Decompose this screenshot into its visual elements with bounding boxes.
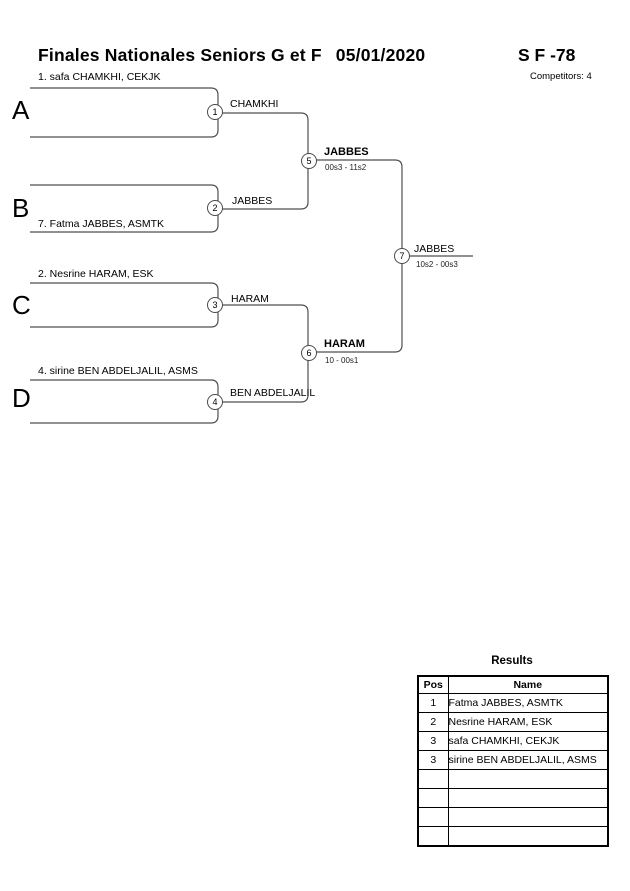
seed-label-d: 4. sirine BEN ABDELJALIL, ASMS: [38, 365, 198, 377]
match-7-score: 10s2 - 00s3: [416, 260, 458, 269]
competitors-count: Competitors: 4: [530, 71, 592, 82]
pair-d-bracket-line: [30, 379, 219, 424]
result-pos: 3: [417, 750, 449, 770]
event-date: 05/01/2020: [335, 45, 426, 65]
results-row-4: 3 sirine BEN ABDELJALIL, ASMS: [417, 750, 609, 770]
results-row-2: 2 Nesrine HARAM, ESK: [417, 712, 609, 732]
match-2-circle: 2: [207, 200, 223, 216]
match-6-circle: 6: [301, 345, 317, 361]
result-name: Fatma JABBES, ASMTK: [447, 693, 609, 713]
results-empty-row: [417, 826, 609, 847]
result-name: Nesrine HARAM, ESK: [447, 712, 609, 732]
match-7-number: 7: [399, 250, 405, 261]
match-6-score: 10 - 00s1: [325, 356, 359, 365]
match-5-score: 00s3 - 11s2: [325, 163, 367, 172]
results-col-name: Name: [447, 675, 609, 694]
match-7-winner: JABBES: [414, 243, 455, 255]
result-pos-empty: [417, 807, 449, 827]
results-row-1: 1 Fatma JABBES, ASMTK: [417, 693, 609, 713]
result-name: safa CHAMKHI, CEKJK: [447, 731, 609, 751]
results-title: Results: [491, 655, 533, 667]
match-1-number: 1: [212, 106, 218, 117]
result-pos: 2: [417, 712, 449, 732]
match-6-winner: HARAM: [324, 338, 365, 350]
title-text: Finales Nationales Seniors G et F: [38, 45, 322, 65]
seed-label-c: 2. Nesrine HARAM, ESK: [38, 268, 154, 280]
match-4-winner: BEN ABDELJALIL: [230, 387, 316, 399]
pair-c-bracket-line: [30, 282, 219, 328]
match-6-number: 6: [306, 347, 312, 358]
match-1-circle: 1: [207, 104, 223, 120]
results-empty-row: [417, 769, 609, 789]
result-pos-empty: [417, 788, 449, 808]
result-pos: 1: [417, 693, 449, 713]
match-4-number: 4: [212, 396, 218, 407]
results-row-3: 3 safa CHAMKHI, CEKJK: [417, 731, 609, 751]
results-empty-row: [417, 807, 609, 827]
match-5-winner: JABBES: [324, 146, 369, 158]
results-table: Pos Name 1 Fatma JABBES, ASMTK 2 Nesrine…: [417, 675, 609, 847]
match-4-circle: 4: [207, 394, 223, 410]
final-connector-line: [309, 159, 403, 353]
match-3-circle: 3: [207, 297, 223, 313]
section-letter-d: D: [12, 383, 31, 413]
results-header-row: Pos Name: [417, 675, 609, 694]
results-table-wrap: Pos Name 1 Fatma JABBES, ASMTK 2 Nesrine…: [417, 675, 609, 847]
match-5-number: 5: [306, 155, 312, 166]
page-title: Finales Nationales Seniors G et F 05/01/2…: [38, 45, 425, 66]
match-2-number: 2: [212, 202, 218, 213]
pair-a-bracket-line: [30, 87, 219, 138]
result-name-empty: [447, 826, 609, 847]
result-name: sirine BEN ABDELJALIL, ASMS: [447, 750, 609, 770]
result-name-empty: [447, 788, 609, 808]
result-pos: 3: [417, 731, 449, 751]
section-letter-c: C: [12, 290, 31, 320]
match-1-winner: CHAMKHI: [230, 98, 279, 110]
result-name-empty: [447, 807, 609, 827]
weight-category: S F -78: [518, 45, 576, 65]
results-empty-row: [417, 788, 609, 808]
match-7-circle: 7: [394, 248, 410, 264]
match-3-number: 3: [212, 299, 218, 310]
seed-label-a: 1. safa CHAMKHI, CEKJK: [38, 71, 161, 83]
result-pos-empty: [417, 769, 449, 789]
seed-label-b: 7. Fatma JABBES, ASMTK: [38, 218, 165, 230]
section-letter-b: B: [12, 193, 30, 223]
match-2-winner: JABBES: [232, 195, 273, 207]
result-name-empty: [447, 769, 609, 789]
results-col-pos: Pos: [417, 675, 449, 694]
match-3-winner: HARAM: [231, 293, 269, 305]
result-pos-empty: [417, 826, 449, 847]
match-5-circle: 5: [301, 153, 317, 169]
section-letter-a: A: [12, 95, 30, 125]
